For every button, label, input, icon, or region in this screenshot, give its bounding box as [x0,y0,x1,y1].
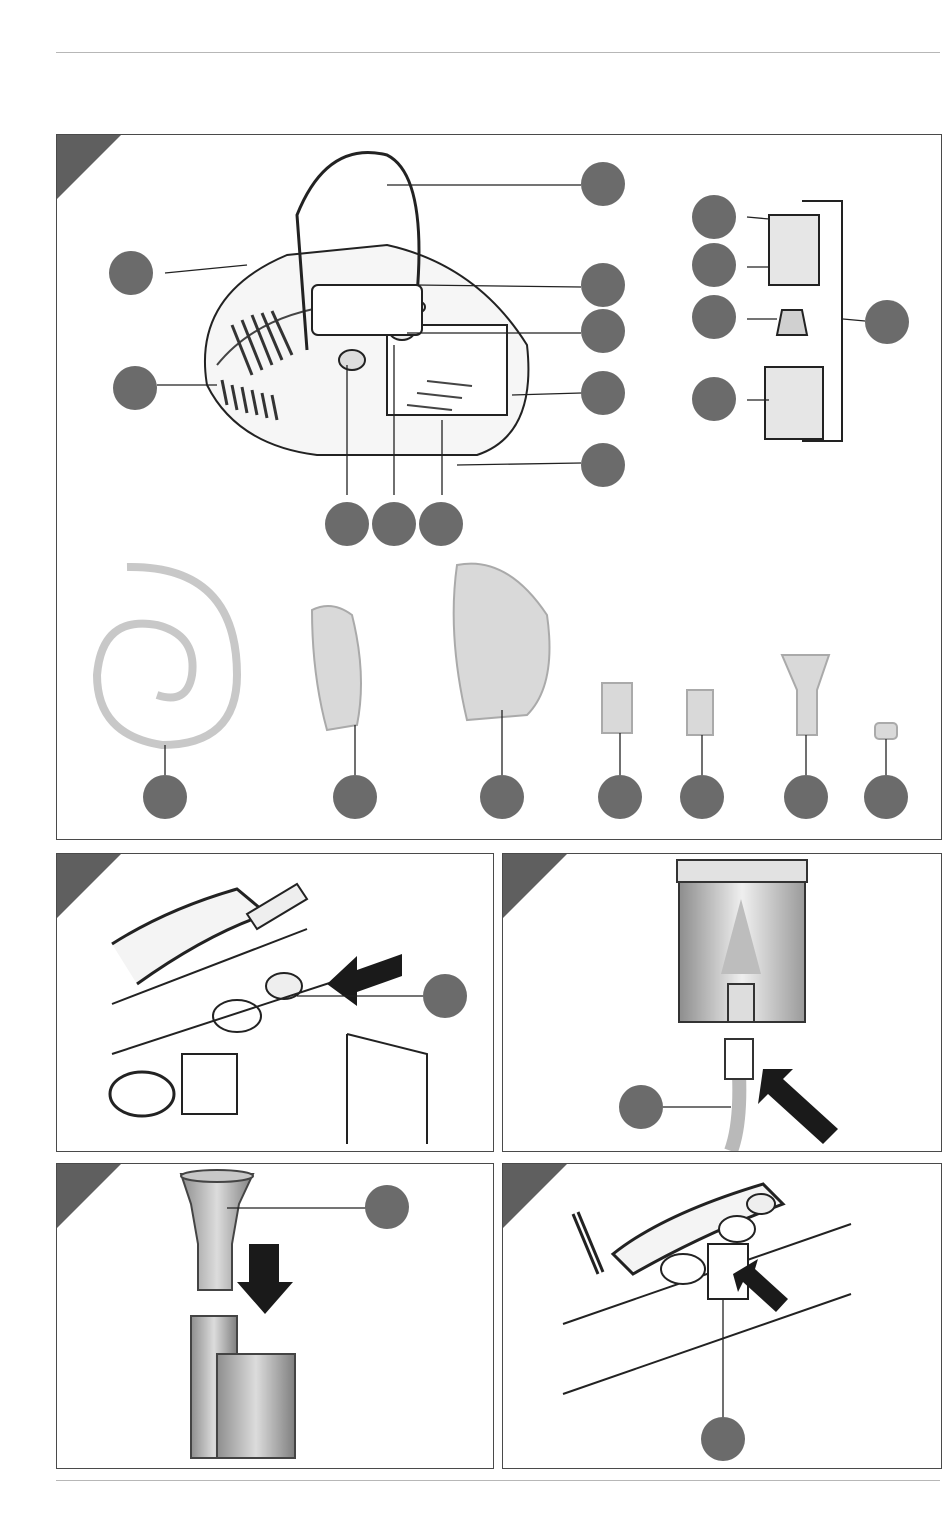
callout-badge [680,775,724,819]
corner-tab [57,1164,121,1228]
figure-connect-tube-nebulizer [502,853,942,1152]
callout-badge [692,377,736,421]
air-outlet [747,1194,775,1214]
power-switch [110,1072,174,1116]
child-mask [312,606,361,730]
callout-badge [480,775,524,819]
down-arrow [237,1244,293,1314]
figure-overview [56,134,942,840]
adult-mask [454,564,550,720]
callout-badge [598,775,642,819]
callout-badge [701,1417,745,1461]
filter-cover [213,1000,261,1032]
callout-badge [365,1185,409,1229]
callout-badge [692,195,736,239]
callout-badge [581,443,625,487]
insert-arrow [327,954,402,1006]
nebulizer-cup [765,367,823,439]
corner-tab [503,854,567,918]
figure-place-nebulizer-holder [502,1163,942,1469]
callout-badge [423,974,467,1018]
bottom-rule [56,1480,940,1481]
callout-badge [419,502,463,546]
nebulizer-top [769,215,819,285]
callout-badge [333,775,377,819]
nebulizer-insert [777,310,807,335]
attach-mouthpiece-drawing [57,1164,493,1468]
corner-tab [57,135,121,199]
nebulizer-holder [182,1054,237,1114]
overview-drawing [57,135,941,839]
callout-badge [865,300,909,344]
tube-connector [725,1039,753,1079]
callout-badge [692,295,736,339]
callout-badge [109,251,153,295]
callout-badge [372,502,416,546]
callout-badge [619,1085,663,1129]
air-tube [731,1074,739,1151]
power-switch [339,350,365,370]
callout-badge [864,775,908,819]
nose-piece [782,655,829,735]
callout-badge [581,162,625,206]
callout-badge [692,243,736,287]
nebulizer-top-body [217,1354,295,1458]
callout-badge [784,775,828,819]
callout-badge [581,263,625,307]
mouthpiece-large [602,683,632,733]
callout-badge [581,371,625,415]
callout-badge [325,502,369,546]
figure-attach-mouthpiece [56,1163,494,1469]
air-tube [97,567,237,745]
power-switch [661,1254,705,1284]
callout-badge [113,366,157,410]
air-outlet [266,973,302,999]
callout-badge [143,775,187,819]
figure-connect-tube-device [56,853,494,1152]
top-rule [56,52,940,53]
filter-cover [719,1216,755,1242]
spare-filter [875,723,897,739]
insert-arrow [758,1069,838,1144]
connect-nebulizer-drawing [503,854,941,1151]
mouthpiece-small [687,690,713,735]
callout-badge [581,309,625,353]
corner-tab [503,1164,567,1228]
mouthpiece [181,1174,253,1290]
corner-tab [57,854,121,918]
